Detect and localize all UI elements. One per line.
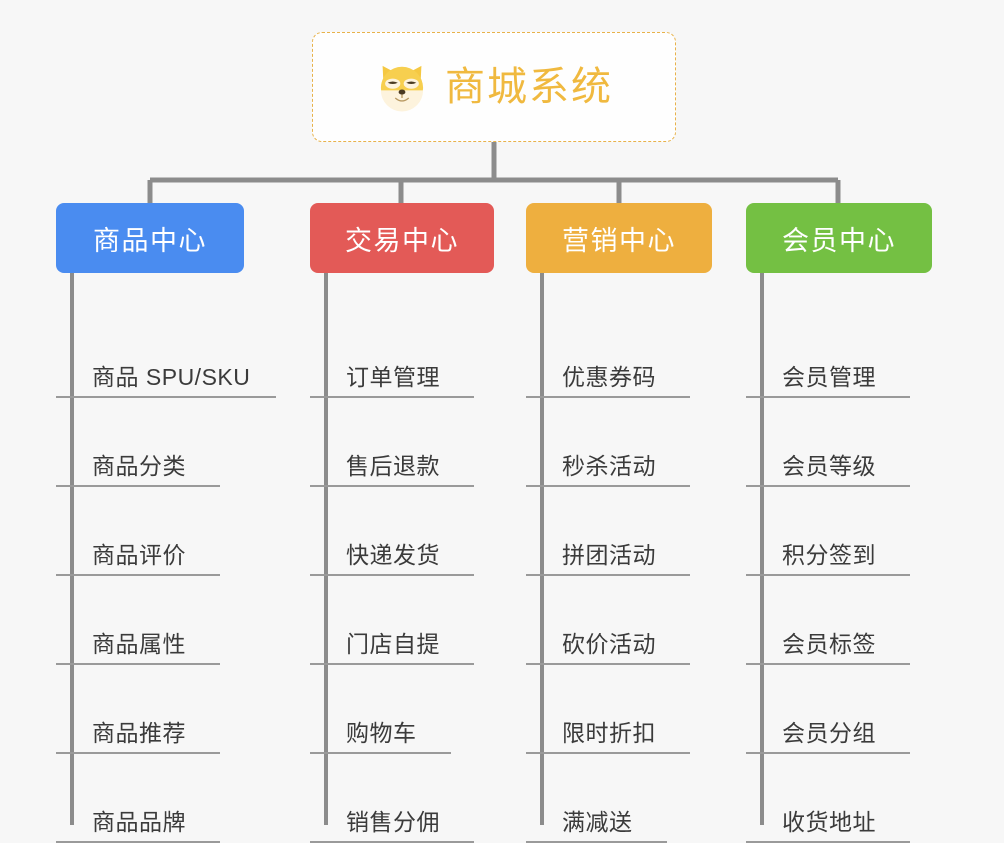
list-item[interactable]: 优惠券码 <box>526 309 712 398</box>
item-label: 销售分佣 <box>346 809 440 835</box>
list-item[interactable]: 满减送 <box>526 754 712 843</box>
item-list-0: 商品 SPU/SKU 商品分类 商品评价 商品属性 商品推荐 商品品牌 <box>56 309 276 843</box>
list-item[interactable]: 商品属性 <box>56 576 244 665</box>
root-node[interactable]: 商城系统 <box>312 32 676 142</box>
list-item[interactable]: 商品分类 <box>56 398 244 487</box>
item-rule <box>526 752 690 754</box>
category-header-3[interactable]: 会员中心 <box>746 203 932 273</box>
shiba-dog-face-icon <box>380 65 424 112</box>
list-item[interactable]: 门店自提 <box>310 576 494 665</box>
item-rule <box>526 485 690 487</box>
item-rule <box>526 574 690 576</box>
item-rule <box>310 663 474 665</box>
item-rule <box>746 485 910 487</box>
item-rule <box>310 485 474 487</box>
list-item[interactable]: 快递发货 <box>310 487 494 576</box>
category-header-1[interactable]: 交易中心 <box>310 203 494 273</box>
branch-column-2: 营销中心 优惠券码 秒杀活动 拼团活动 砍价活动 限时折扣 <box>526 203 712 843</box>
item-list-2: 优惠券码 秒杀活动 拼团活动 砍价活动 限时折扣 满减送 <box>526 309 712 843</box>
list-item[interactable]: 商品品牌 <box>56 754 244 843</box>
item-label: 会员标签 <box>782 631 876 657</box>
list-item[interactable]: 订单管理 <box>310 309 494 398</box>
item-label: 商品评价 <box>92 542 186 568</box>
item-rule <box>56 574 220 576</box>
item-rule <box>310 574 474 576</box>
item-list-1: 订单管理 售后退款 快递发货 门店自提 购物车 销售分佣 <box>310 309 494 843</box>
category-label-2: 营销中心 <box>562 225 676 256</box>
item-label: 优惠券码 <box>562 364 656 390</box>
item-label: 商品品牌 <box>92 809 186 835</box>
item-rule <box>56 663 220 665</box>
item-label: 限时折扣 <box>562 720 656 746</box>
list-item[interactable]: 商品 SPU/SKU <box>56 309 276 398</box>
branch-column-3: 会员中心 会员管理 会员等级 积分签到 会员标签 会员分组 <box>746 203 932 843</box>
item-label: 拼团活动 <box>562 542 656 568</box>
item-label: 会员管理 <box>782 364 876 390</box>
branch-column-1: 交易中心 订单管理 售后退款 快递发货 门店自提 购物车 <box>310 203 494 843</box>
list-item[interactable]: 会员等级 <box>746 398 932 487</box>
item-label: 商品推荐 <box>92 720 186 746</box>
item-label: 会员等级 <box>782 453 876 479</box>
list-item[interactable]: 商品评价 <box>56 487 244 576</box>
item-rule <box>56 396 276 398</box>
list-item[interactable]: 商品推荐 <box>56 665 244 754</box>
item-rule <box>746 574 910 576</box>
list-item[interactable]: 售后退款 <box>310 398 494 487</box>
item-rule <box>56 752 220 754</box>
list-item[interactable]: 会员标签 <box>746 576 932 665</box>
list-item[interactable]: 会员管理 <box>746 309 932 398</box>
item-label: 快递发货 <box>346 542 440 568</box>
item-rule <box>310 752 451 754</box>
item-label: 订单管理 <box>346 364 440 390</box>
item-label: 会员分组 <box>782 720 876 746</box>
category-header-0[interactable]: 商品中心 <box>56 203 244 273</box>
item-label: 售后退款 <box>346 453 440 479</box>
item-label: 购物车 <box>346 720 417 746</box>
item-label: 满减送 <box>562 809 633 835</box>
branch-column-0: 商品中心 商品 SPU/SKU 商品分类 商品评价 商品属性 商品推荐 <box>56 203 276 843</box>
list-item[interactable]: 收货地址 <box>746 754 932 843</box>
list-item[interactable]: 购物车 <box>310 665 494 754</box>
list-item[interactable]: 积分签到 <box>746 487 932 576</box>
item-label: 积分签到 <box>782 542 876 568</box>
item-label: 商品属性 <box>92 631 186 657</box>
category-label-0: 商品中心 <box>93 225 207 256</box>
item-label: 收货地址 <box>782 809 876 835</box>
root-title: 商城系统 <box>445 65 613 109</box>
item-list-3: 会员管理 会员等级 积分签到 会员标签 会员分组 收货地址 <box>746 309 932 843</box>
category-label-3: 会员中心 <box>782 225 896 256</box>
item-rule <box>526 663 690 665</box>
item-label: 砍价活动 <box>562 631 656 657</box>
list-item[interactable]: 限时折扣 <box>526 665 712 754</box>
list-item[interactable]: 砍价活动 <box>526 576 712 665</box>
item-label: 秒杀活动 <box>562 453 656 479</box>
list-item[interactable]: 秒杀活动 <box>526 398 712 487</box>
item-rule <box>746 396 910 398</box>
item-rule <box>746 663 910 665</box>
list-item[interactable]: 拼团活动 <box>526 487 712 576</box>
item-label: 门店自提 <box>346 631 440 657</box>
item-label: 商品 SPU/SKU <box>92 364 251 390</box>
category-label-1: 交易中心 <box>345 225 459 256</box>
item-rule <box>56 485 220 487</box>
category-header-2[interactable]: 营销中心 <box>526 203 712 273</box>
item-rule <box>526 396 690 398</box>
item-rule <box>746 752 910 754</box>
item-label: 商品分类 <box>92 453 186 479</box>
list-item[interactable]: 销售分佣 <box>310 754 494 843</box>
list-item[interactable]: 会员分组 <box>746 665 932 754</box>
item-rule <box>310 396 474 398</box>
